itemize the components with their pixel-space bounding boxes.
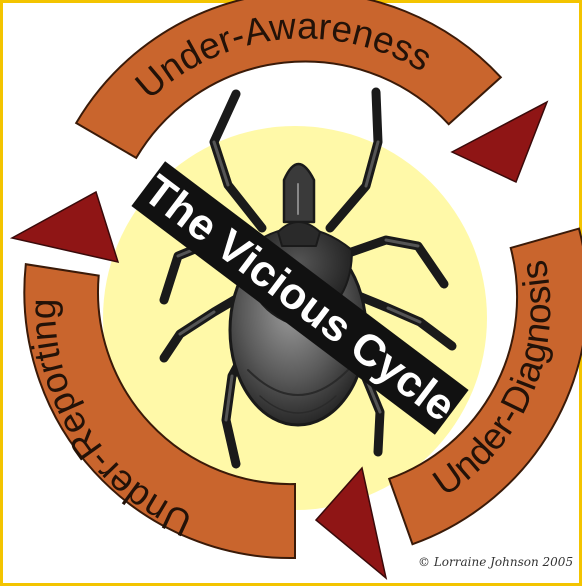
copyright-credit: © Lorraine Johnson 2005: [418, 555, 573, 569]
